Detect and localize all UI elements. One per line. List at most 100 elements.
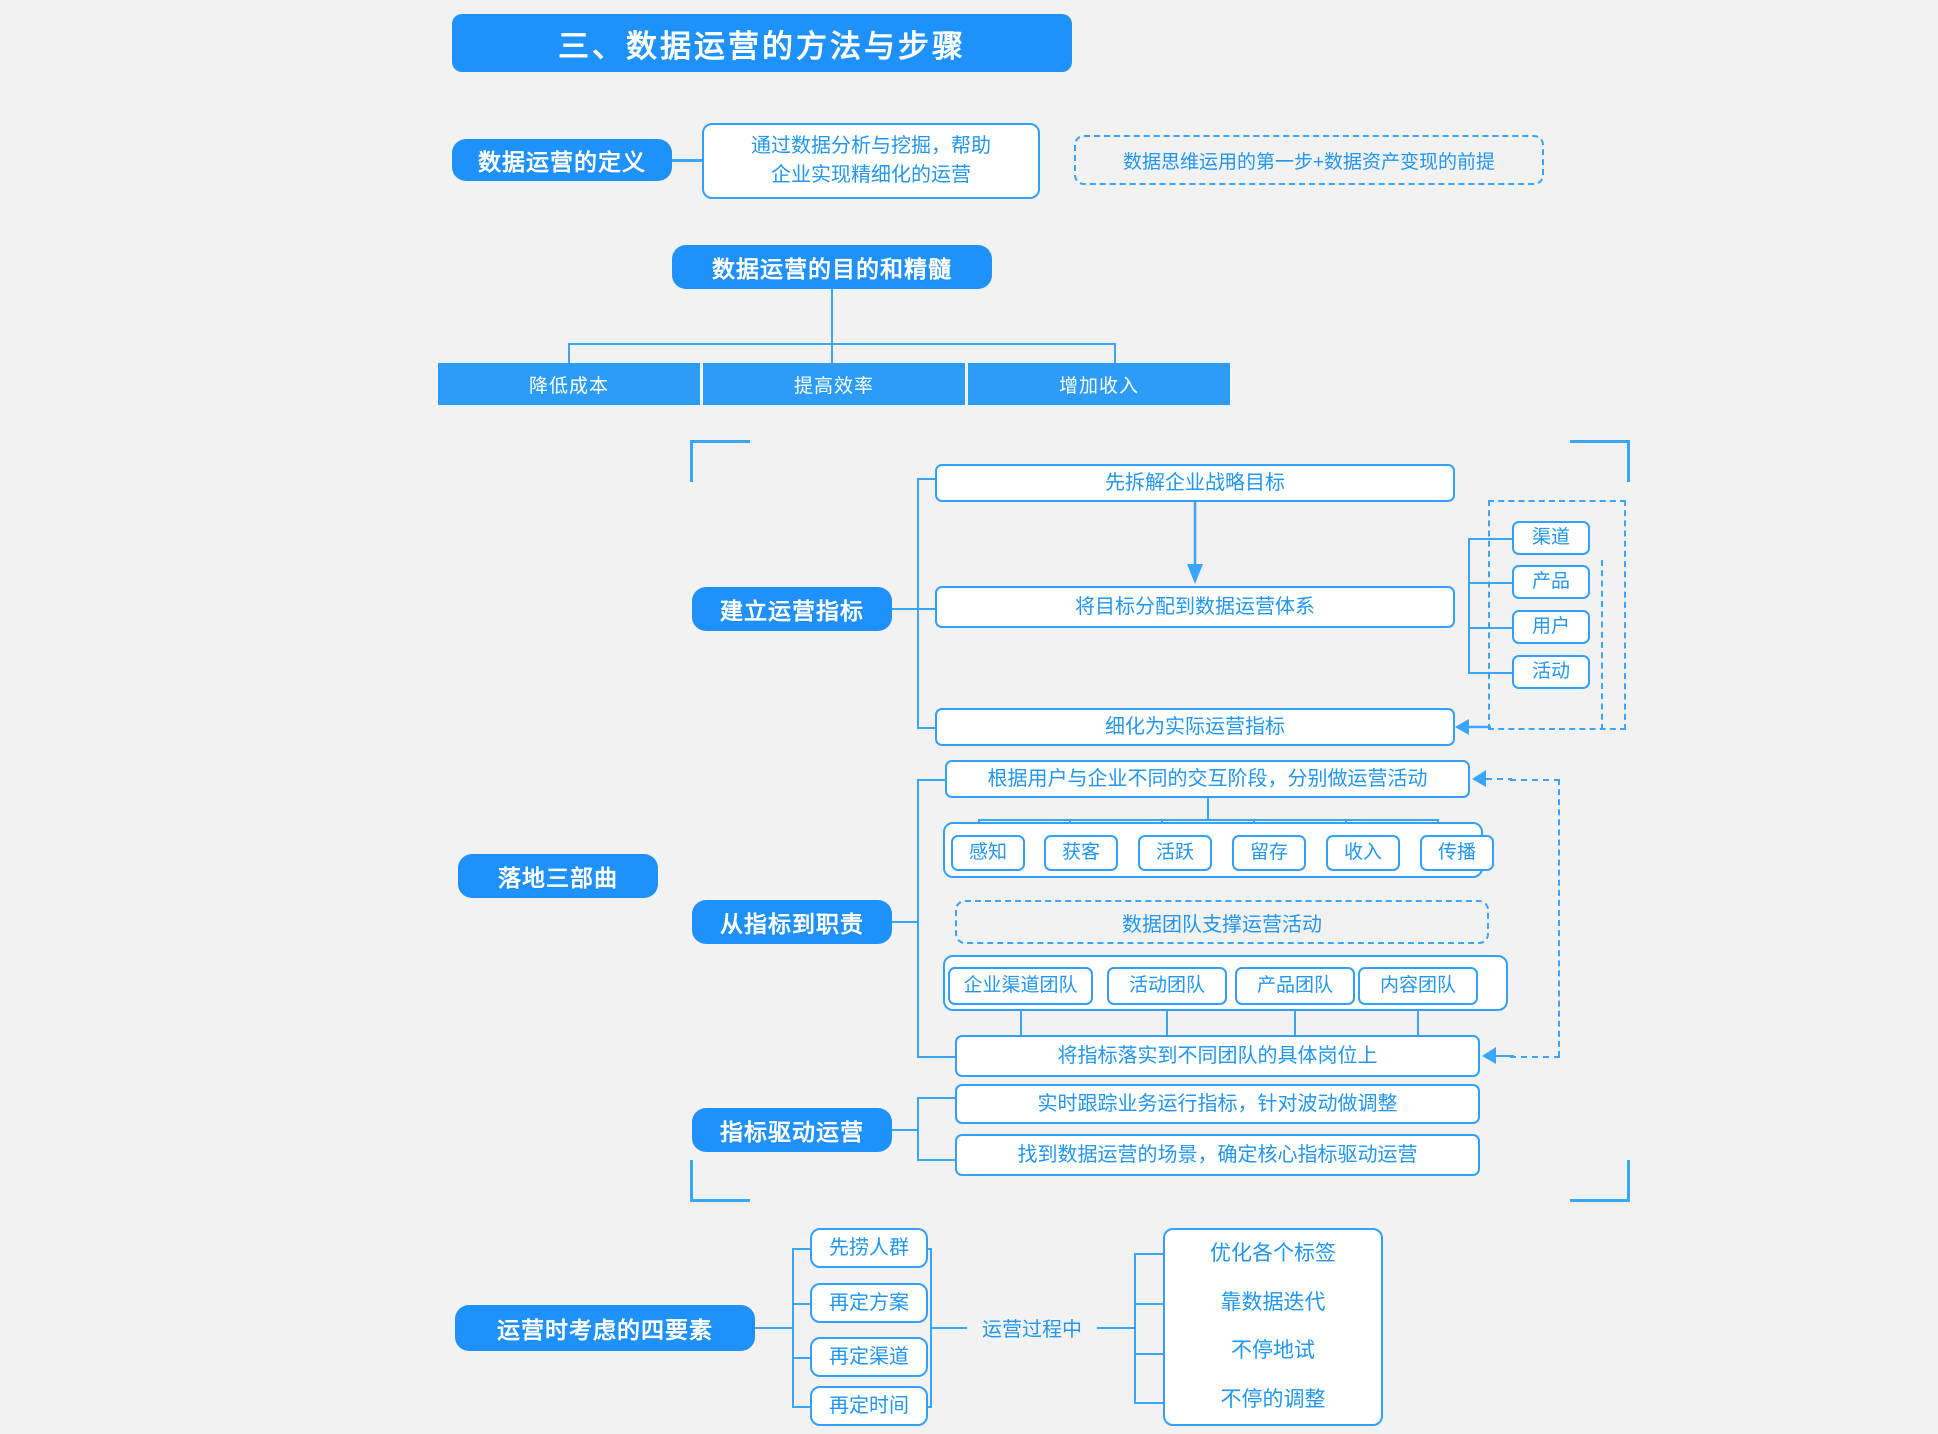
purpose-item-1[interactable]: 提高效率 xyxy=(703,363,965,405)
connector-outcome-3 xyxy=(1134,1402,1164,1404)
connector-purpose-drop-3 xyxy=(1114,343,1116,364)
team-chip-3[interactable]: 内容团队 xyxy=(1358,967,1478,1005)
connector-factors-spine xyxy=(792,1248,794,1406)
purpose-item-2[interactable]: 增加收入 xyxy=(968,363,1230,405)
return-path-bottom xyxy=(1510,1056,1560,1058)
factors-label[interactable]: 运营时考虑的四要素 xyxy=(455,1305,755,1351)
connector-dimension-1 xyxy=(1468,582,1512,584)
connector-factor-0 xyxy=(792,1248,814,1250)
outcome-box: 优化各个标签 靠数据迭代 不停地试 不停的调整 xyxy=(1163,1228,1383,1426)
step2-label[interactable]: 从指标到职责 xyxy=(692,900,892,944)
connector-purpose-spine xyxy=(568,343,1116,345)
connector-step1-stub xyxy=(892,608,918,610)
connector-step2-to-bottom xyxy=(917,1056,955,1058)
connector-factor-2 xyxy=(792,1357,814,1359)
connector-step2-spine xyxy=(917,779,919,1057)
outcome-item-1: 靠数据迭代 xyxy=(1220,1290,1326,1314)
connector-step3-row-1 xyxy=(917,1159,955,1161)
connector-dimension-spine xyxy=(1468,538,1470,673)
team-chip-0[interactable]: 企业渠道团队 xyxy=(948,967,1093,1005)
connector-team-drop-2 xyxy=(1294,1011,1296,1038)
purpose-label[interactable]: 数据运营的目的和精髓 xyxy=(672,245,992,289)
step1-label[interactable]: 建立运营指标 xyxy=(692,587,892,631)
outcome-item-3: 不停的调整 xyxy=(1220,1387,1326,1411)
connector-outcome-spine xyxy=(1134,1253,1136,1403)
stage-chip-1[interactable]: 获客 xyxy=(1044,835,1118,871)
process-connector-label: 运营过程中 xyxy=(967,1312,1097,1342)
dimension-dashed-frame xyxy=(1488,500,1626,730)
connector-factors-collect-3 xyxy=(928,1406,932,1408)
connector-factor-1 xyxy=(792,1303,814,1305)
team-chip-1[interactable]: 活动团队 xyxy=(1107,967,1227,1005)
connector-to-process-label xyxy=(931,1327,967,1329)
connector-dimension-0 xyxy=(1468,538,1512,540)
return-path-vertical xyxy=(1558,779,1560,1057)
dimension-dashed-inner xyxy=(1601,560,1603,730)
definition-box: 通过数据分析与挖掘，帮助 企业实现精细化的运营 xyxy=(702,123,1040,199)
connector-purpose-drop-1 xyxy=(568,343,570,364)
step3-row-0: 实时跟踪业务运行指标，针对波动做调整 xyxy=(955,1084,1480,1124)
factor-item-2[interactable]: 再定渠道 xyxy=(810,1337,928,1377)
stage-chip-5[interactable]: 传播 xyxy=(1420,835,1494,871)
stage-chip-2[interactable]: 活跃 xyxy=(1138,835,1212,871)
connector-definition xyxy=(672,159,702,162)
connector-stage-spine xyxy=(978,819,1437,821)
connector-stage-trunk xyxy=(1207,798,1209,820)
outcome-item-2: 不停地试 xyxy=(1231,1339,1315,1363)
step2-bottom: 将指标落实到不同团队的具体岗位上 xyxy=(955,1035,1480,1077)
connector-factors-collect-0 xyxy=(928,1248,932,1250)
trilogy-bracket-bottom-left xyxy=(690,1160,750,1202)
factor-item-0[interactable]: 先捞人群 xyxy=(810,1228,928,1268)
dimension-item-1[interactable]: 产品 xyxy=(1512,565,1590,599)
outcome-item-0: 优化各个标签 xyxy=(1210,1242,1336,1266)
connector-from-process-label xyxy=(1097,1327,1135,1329)
connector-step3-spine xyxy=(917,1097,919,1161)
definition-line-1: 通过数据分析与挖掘，帮助 xyxy=(751,135,991,157)
trilogy-label[interactable]: 落地三部曲 xyxy=(458,854,658,898)
connector-step1-row-2 xyxy=(917,608,935,610)
step1-row-1: 将目标分配到数据运营体系 xyxy=(935,586,1455,628)
factor-item-1[interactable]: 再定方案 xyxy=(810,1283,928,1323)
connector-dimension-3 xyxy=(1468,672,1512,674)
connector-step3-row-0 xyxy=(917,1097,955,1099)
connector-step2-to-top xyxy=(917,779,945,781)
stage-chip-0[interactable]: 感知 xyxy=(951,835,1025,871)
connector-step2-stub xyxy=(892,921,918,923)
factor-item-3[interactable]: 再定时间 xyxy=(810,1386,928,1426)
connector-team-drop-3 xyxy=(1417,1011,1419,1038)
connector-outcome-0 xyxy=(1134,1253,1164,1255)
step2-top: 根据用户与企业不同的交互阶段，分别做运营活动 xyxy=(945,760,1470,798)
trilogy-bracket-top-left xyxy=(690,440,750,482)
connector-factor-3 xyxy=(792,1406,814,1408)
purpose-item-0[interactable]: 降低成本 xyxy=(438,363,700,405)
definition-note: 数据思维运用的第一步+数据资产变现的前提 xyxy=(1074,135,1544,185)
dimension-item-0[interactable]: 渠道 xyxy=(1512,521,1590,555)
connector-step1-row-1 xyxy=(917,478,935,480)
connector-step3-stub xyxy=(892,1129,918,1131)
page-title: 三、数据运营的方法与步骤 xyxy=(452,14,1072,72)
step3-label[interactable]: 指标驱动运营 xyxy=(692,1108,892,1152)
connector-outcome-1 xyxy=(1134,1303,1164,1305)
connector-dimension-2 xyxy=(1468,627,1512,629)
connector-purpose-drop-2 xyxy=(831,343,833,364)
dimension-item-3[interactable]: 活动 xyxy=(1512,655,1590,689)
step2-support: 数据团队支撑运营活动 xyxy=(955,900,1489,944)
definition-line-2: 企业实现精细化的运营 xyxy=(771,164,971,186)
definition-label[interactable]: 数据运营的定义 xyxy=(452,139,672,181)
dimension-item-2[interactable]: 用户 xyxy=(1512,610,1590,644)
connector-team-drop-0 xyxy=(1020,1011,1022,1038)
trilogy-bracket-top-right xyxy=(1570,440,1630,482)
team-chip-2[interactable]: 产品团队 xyxy=(1235,967,1355,1005)
stage-chip-4[interactable]: 收入 xyxy=(1326,835,1400,871)
connector-team-drop-1 xyxy=(1166,1011,1168,1038)
connector-step1-spine xyxy=(917,478,919,728)
trilogy-bracket-bottom-right xyxy=(1570,1160,1630,1202)
arrow-return-top xyxy=(1472,770,1512,787)
stage-chip-3[interactable]: 留存 xyxy=(1232,835,1306,871)
arrow-step1-down xyxy=(1187,502,1203,584)
step1-row-2: 细化为实际运营指标 xyxy=(935,708,1455,746)
connector-outcome-2 xyxy=(1134,1353,1164,1355)
return-path-top xyxy=(1510,779,1560,781)
connector-factors-stub xyxy=(755,1327,793,1329)
